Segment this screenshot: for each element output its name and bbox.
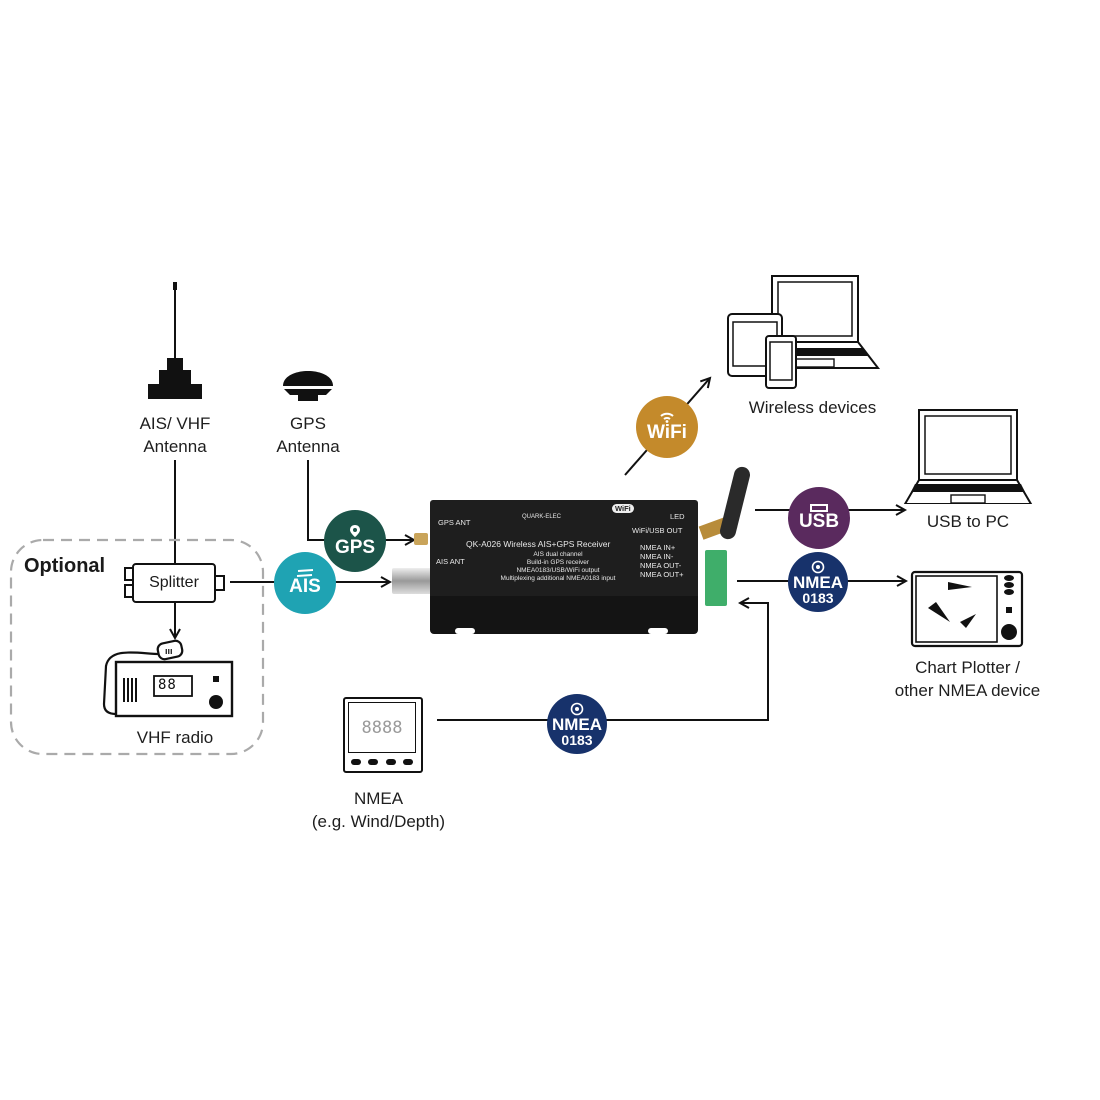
device-gps-ant-label: GPS ANT — [438, 518, 471, 527]
vhf-antenna-icon — [148, 282, 202, 399]
mount-hole — [648, 628, 668, 634]
device-title: QK-A026 Wireless AIS+GPS Receiver — [466, 539, 611, 549]
nmea-in-badge: NMEA 0183 — [547, 694, 607, 754]
vhf-radio-label: VHF radio — [136, 728, 214, 747]
ais-bnc-connector — [392, 568, 432, 594]
splitter-port-icon — [124, 584, 134, 598]
device-base — [430, 596, 698, 634]
optional-group-border — [9, 538, 265, 756]
gps-antenna-icon — [283, 371, 333, 401]
nmea-instrument-label: NMEA (e.g. Wind/Depth) — [311, 789, 446, 831]
gps-antenna-label: GPS Antenna — [276, 414, 340, 456]
svg-text:ııı: ııı — [165, 646, 173, 656]
usb-icon — [810, 504, 828, 512]
gps-connector — [414, 533, 428, 545]
wireless-devices-icon — [727, 275, 881, 389]
nmea-in-badge-label: NMEA — [551, 714, 603, 734]
splitter-label: Splitter — [149, 574, 199, 591]
instrument-button — [402, 759, 413, 765]
terminal-block — [705, 550, 727, 606]
ais-badge: AIS — [274, 552, 336, 614]
instrument-button — [368, 759, 379, 765]
instrument-buttons — [351, 759, 413, 765]
device-features: AIS dual channel Build-in GPS receiver N… — [500, 551, 616, 582]
ais-icon — [296, 569, 314, 577]
nmea-instrument: 8888 — [343, 697, 423, 773]
instrument-display: 8888 — [348, 702, 416, 753]
nmea-out-badge: NMEA 0183 — [788, 552, 848, 612]
splitter-port-icon — [124, 567, 134, 581]
device-ports: NMEA IN+ NMEA IN- NMEA OUT- NMEA OUT+ — [640, 543, 684, 579]
target-icon — [811, 560, 825, 573]
qk-a026-device — [430, 500, 698, 600]
usb-to-pc-label: USB to PC — [926, 512, 1010, 531]
chart-plotter-icon — [910, 570, 1024, 648]
ais-badge-label: AIS — [289, 576, 321, 597]
mount-hole — [455, 628, 475, 634]
splitter: Splitter — [132, 563, 216, 603]
vhf-radio-icon: ııı — [102, 639, 234, 718]
gps-badge-label: GPS — [334, 537, 376, 558]
location-pin-icon — [350, 525, 360, 537]
instrument-button — [385, 759, 396, 765]
device-ais-ant-label: AIS ANT — [436, 557, 465, 566]
optional-title: Optional — [24, 555, 106, 577]
wifi-badge: WiFi — [636, 396, 698, 458]
device-wifi-usb-out-label: WiFi/USB OUT — [632, 526, 683, 535]
device-brand: QUARK-ELEC — [522, 514, 562, 520]
chart-plotter-label: Chart Plotter / other NMEA device — [894, 658, 1041, 700]
nmea-out-badge-label: NMEA — [792, 572, 844, 592]
device-led-label: LED — [670, 512, 685, 521]
usb-badge-label: USB — [798, 511, 840, 532]
target-icon — [570, 702, 584, 715]
nmea-out-badge-sub: 0183 — [802, 589, 834, 606]
wifi-icon — [660, 412, 674, 423]
splitter-port-icon — [215, 575, 225, 591]
laptop-icon — [903, 409, 1033, 504]
instrument-button — [351, 759, 361, 765]
vhf-display: 88 — [158, 677, 177, 693]
usb-badge: USB — [788, 487, 850, 549]
device-wifi-logo: WiFi — [612, 504, 634, 513]
nmea-in-badge-sub: 0183 — [561, 731, 593, 748]
wireless-devices-label: Wireless devices — [748, 398, 877, 417]
gps-badge: GPS — [324, 510, 386, 572]
wifi-badge-label: WiFi — [647, 422, 687, 443]
ais-vhf-antenna-label: AIS/ VHF Antenna — [139, 414, 211, 456]
